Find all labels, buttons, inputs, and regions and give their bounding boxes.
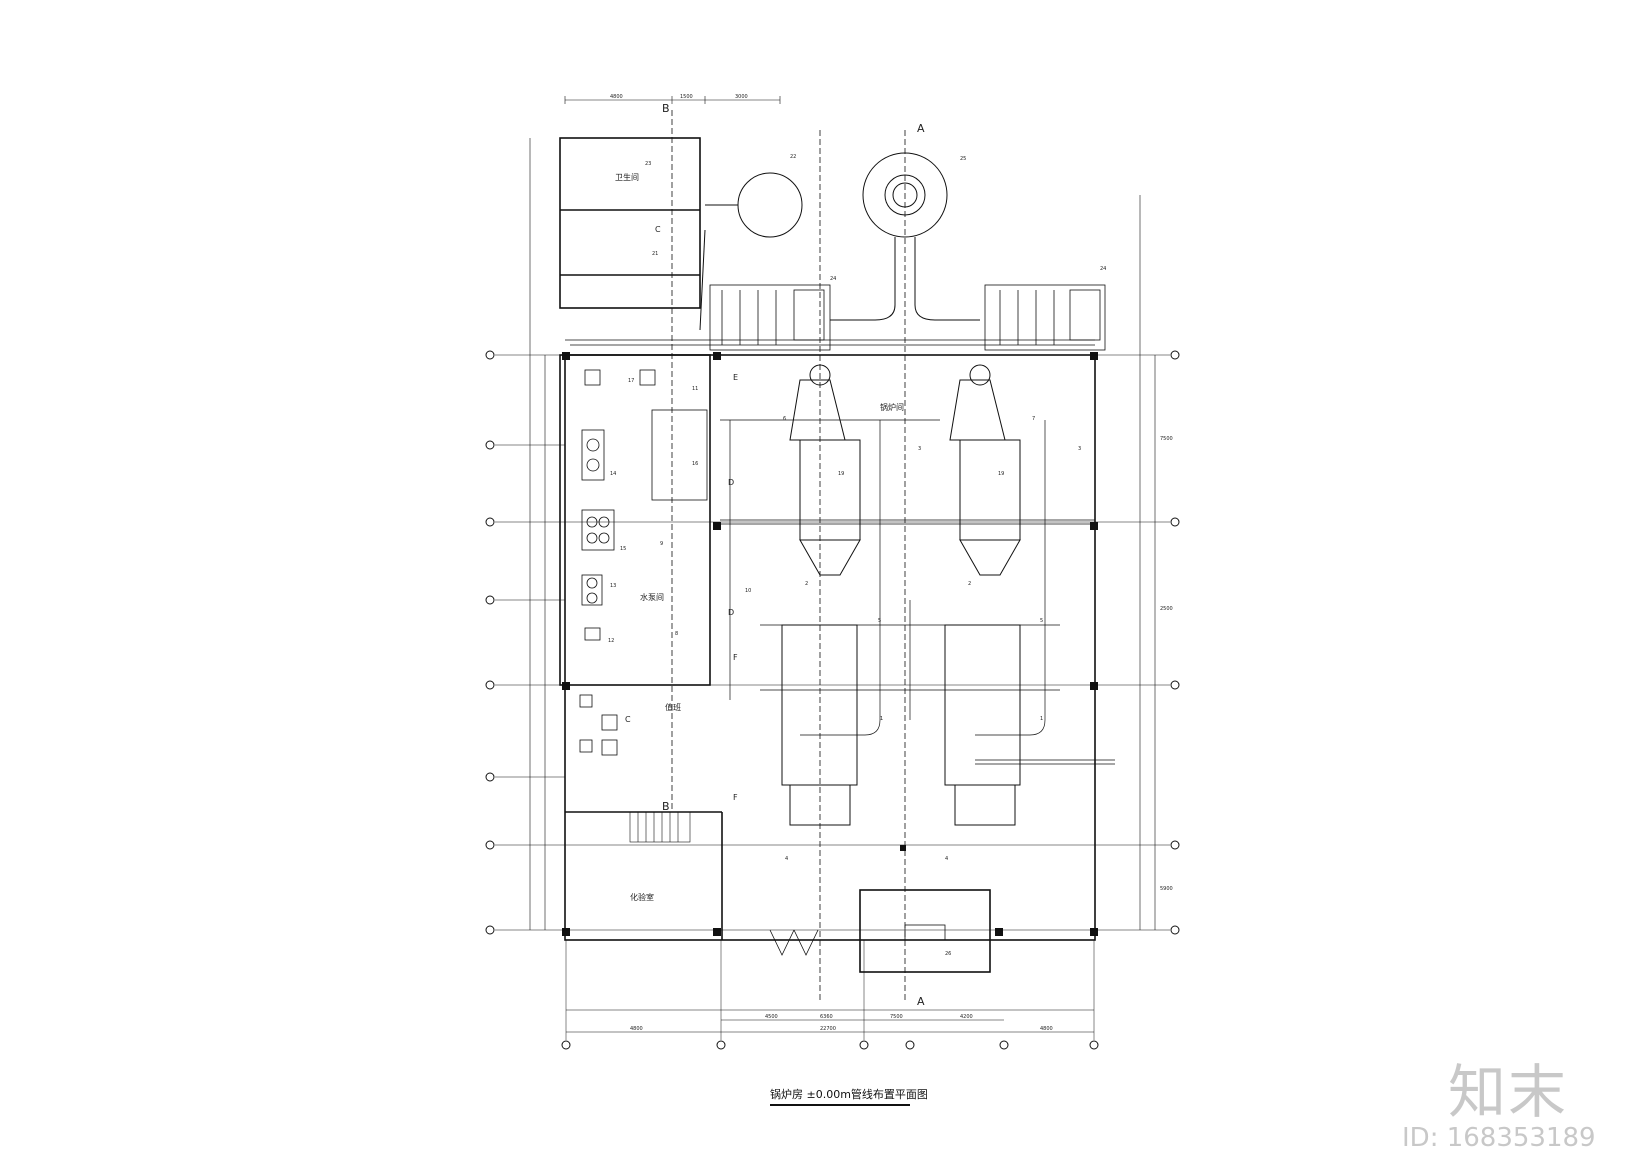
axis-bubbles-right (1170, 350, 1180, 935)
columns (562, 352, 1098, 936)
axis-grid-horizontal (495, 354, 1170, 931)
watermark-logo: 知末 (1448, 1058, 1569, 1126)
dim-top-3: 3000 (735, 94, 748, 100)
dimension-texts: 4800 1500 3000 4500 6360 7500 4200 4800 … (610, 94, 1173, 1032)
watermark-id: ID: 168353189 (1402, 1123, 1596, 1153)
boiler-1 (781, 364, 861, 826)
dim-bottom-6: 22700 (820, 1026, 836, 1032)
building-walls (559, 137, 1096, 973)
dim-bottom-7: 4800 (1040, 1026, 1053, 1032)
dim-right-2: 2500 (1160, 606, 1173, 612)
dim-right-3: 5900 (1160, 886, 1173, 892)
storage-tanks (699, 152, 980, 331)
dim-bottom-2: 6360 (820, 1014, 833, 1020)
axis-bubbles-bottom (561, 940, 1099, 1050)
dim-right-1: 7500 (1160, 436, 1173, 442)
dim-bottom-3: 7500 (890, 1014, 903, 1020)
boiler-2 (944, 364, 1021, 826)
dimension-lines (529, 96, 1156, 1033)
axis-bubbles-left (485, 350, 495, 935)
dim-bottom-5: 4800 (630, 1026, 643, 1032)
dim-bottom-1: 4500 (765, 1014, 778, 1020)
pump-room-equipment (579, 369, 708, 756)
drawing-title: 锅炉房 ±0.00m管线布置平面图 (770, 1086, 928, 1106)
stair (629, 811, 691, 843)
section-cuts (671, 110, 906, 1000)
dim-bottom-4: 4200 (960, 1014, 973, 1020)
piping (565, 339, 1115, 765)
dim-top-1: 4800 (610, 94, 623, 100)
dim-top-2: 1500 (680, 94, 693, 100)
